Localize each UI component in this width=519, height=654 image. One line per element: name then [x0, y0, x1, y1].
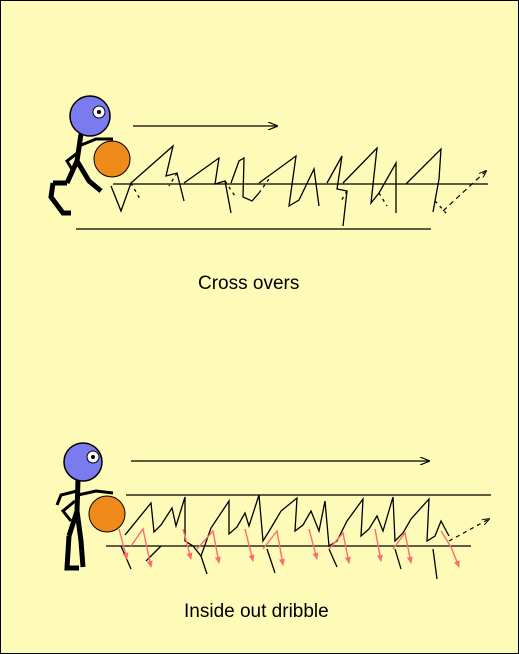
stick-figure-player-icon: [55, 442, 114, 571]
inside-out-dribble-path: [124, 494, 450, 558]
drill-crossovers: [48, 95, 488, 230]
crossover-dribble-path: [110, 144, 442, 227]
crossover-dash-marks: [130, 172, 447, 214]
inside-out-dribble-path-lower: [120, 545, 438, 580]
caption-inside-out-dribble: Inside out dribble: [184, 601, 329, 622]
inside-out-fake-arrows: [118, 527, 460, 568]
direction-arrow-icon: [442, 171, 486, 212]
basketball-icon: [93, 140, 131, 178]
drill-inside-out: [55, 442, 491, 580]
direction-arrow-icon: [448, 519, 489, 542]
stick-figure-player-icon: [48, 95, 113, 216]
caption-crossovers: Cross overs: [198, 273, 300, 294]
basketball-icon: [88, 495, 126, 533]
